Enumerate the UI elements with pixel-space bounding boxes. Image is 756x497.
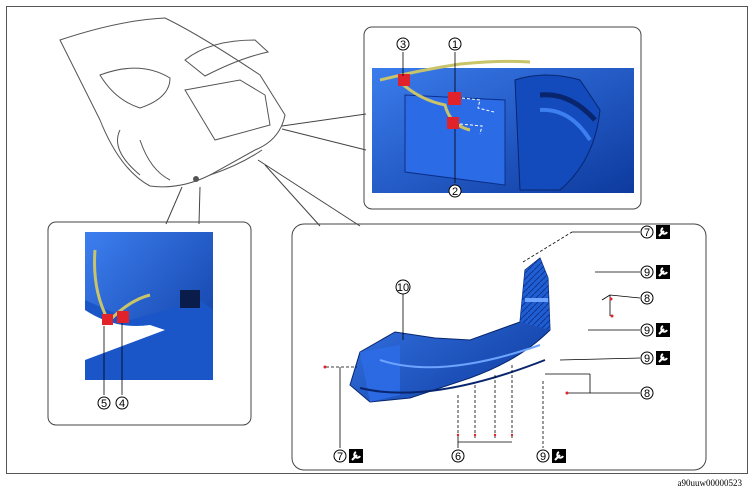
svg-text:9: 9 <box>540 451 546 463</box>
callout-7-top: 7 <box>640 224 671 240</box>
svg-text:10: 10 <box>397 282 409 294</box>
callout-4: 4 <box>115 396 129 410</box>
svg-text:1: 1 <box>452 39 458 51</box>
callout-9-d: 9 <box>536 448 567 464</box>
detail-panel-top <box>281 26 642 210</box>
svg-text:7: 7 <box>644 227 650 239</box>
svg-text:9: 9 <box>644 353 650 365</box>
svg-text:4: 4 <box>119 398 125 410</box>
diagram-frame <box>6 6 748 474</box>
wrench-torque-icon <box>551 448 567 464</box>
svg-text:7: 7 <box>337 451 343 463</box>
vehicle-outline <box>59 17 286 188</box>
wrench-torque-icon <box>655 264 671 280</box>
leader-lines <box>103 52 641 448</box>
svg-text:9: 9 <box>644 325 650 337</box>
svg-text:6: 6 <box>455 451 461 463</box>
document-code: a90uuw00000523 <box>677 478 743 488</box>
callout-6: 6 <box>451 449 465 463</box>
callout-5: 5 <box>97 396 111 410</box>
callout-2: 2 <box>448 184 462 198</box>
callout-7-bottom: 7 <box>333 448 364 464</box>
wrench-torque-icon <box>348 448 364 464</box>
callout-8-bottom: 8 <box>640 386 654 400</box>
wrench-torque-icon <box>655 322 671 338</box>
callout-3: 3 <box>396 37 410 51</box>
svg-text:3: 3 <box>400 39 406 51</box>
svg-text:9: 9 <box>644 267 650 279</box>
callout-9-b: 9 <box>640 322 671 338</box>
callout-9-a: 9 <box>640 264 671 280</box>
svg-text:2: 2 <box>452 186 458 198</box>
detail-panel-bottom <box>257 159 707 471</box>
callout-8-top: 8 <box>640 291 654 305</box>
callout-9-c: 9 <box>640 350 671 366</box>
svg-text:8: 8 <box>644 388 650 400</box>
callout-10: 10 <box>395 279 411 295</box>
wrench-torque-icon <box>655 224 671 240</box>
svg-text:5: 5 <box>101 398 107 410</box>
fastener-marks <box>323 297 614 437</box>
callout-1: 1 <box>448 37 462 51</box>
svg-text:8: 8 <box>644 293 650 305</box>
wrench-torque-icon <box>655 350 671 366</box>
detail-panel-left <box>47 186 252 426</box>
